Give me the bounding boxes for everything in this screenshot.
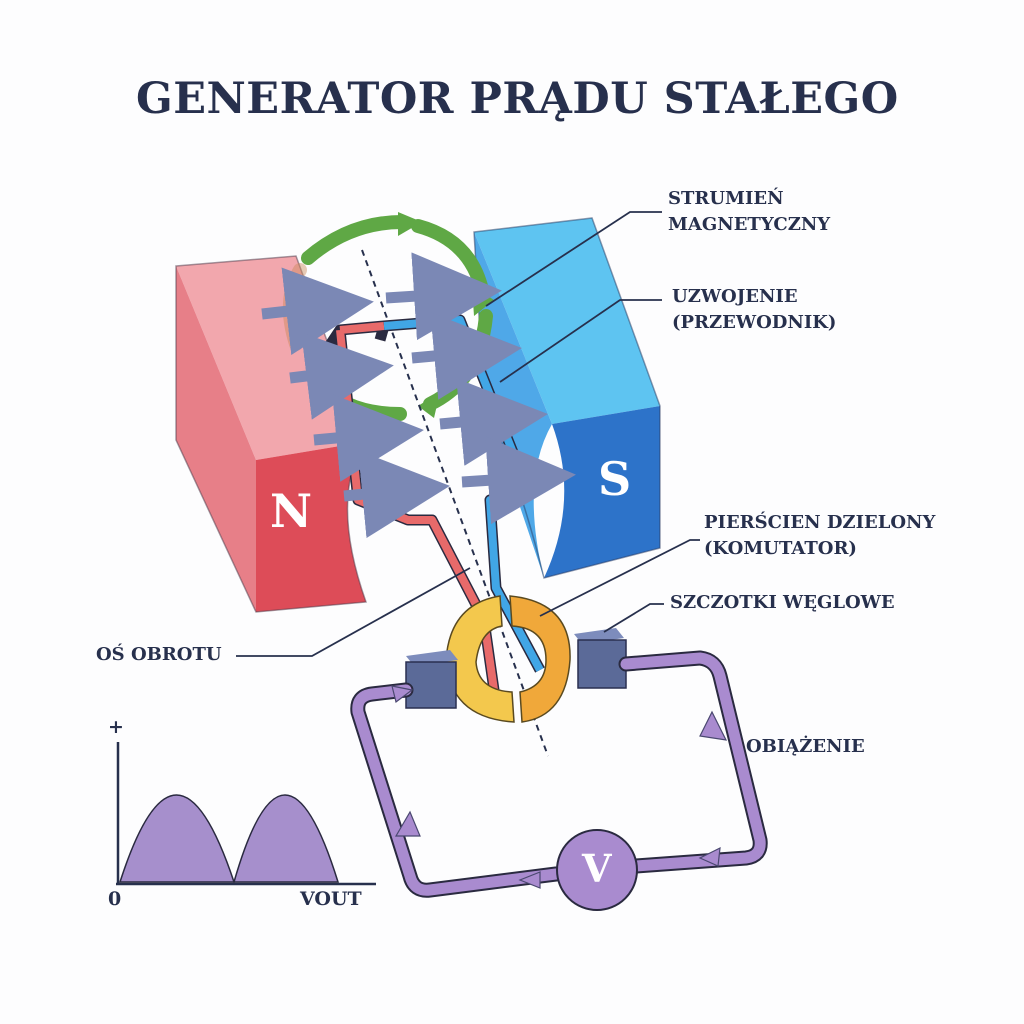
vout-graph xyxy=(116,742,376,886)
axis-label: OŚ OBROTU xyxy=(96,644,222,665)
commutator-label-line2: (KOMUTATOR) xyxy=(704,538,857,559)
graph-hump-1 xyxy=(118,794,236,883)
load-circuit xyxy=(350,650,768,898)
commutator-label: PIERŚCIEN DZIELONY (KOMUTATOR) xyxy=(704,510,935,562)
flux-label-line1: STRUMIEŃ xyxy=(668,188,784,209)
label-leader-lines xyxy=(236,211,700,657)
circuit-arrowheads xyxy=(391,685,728,889)
right-brush xyxy=(574,628,627,689)
voltmeter-circle xyxy=(556,829,638,911)
graph-hump-2 xyxy=(233,794,340,883)
magnetic-flux-arrows xyxy=(261,252,576,539)
page-title: GENERATOR PRĄDU STAŁEGO xyxy=(136,74,899,124)
south-pole-label: S xyxy=(598,452,632,506)
commutator-label-line1: PIERŚCIEN DZIELONY xyxy=(704,512,936,533)
carbon-brushes xyxy=(405,628,627,709)
graph-x-label: VOUT xyxy=(300,888,362,910)
south-magnet-top xyxy=(474,218,660,424)
graph-plus-label: + xyxy=(108,716,124,738)
brushes-label: SZCZOTKI WĘGLOWE xyxy=(670,592,895,613)
left-brush xyxy=(405,650,458,709)
winding-label-line2: (PRZEWODNIK) xyxy=(672,312,837,333)
north-pole-label: N xyxy=(270,484,313,538)
winding-label: UZWOJENIE (PRZEWODNIK) xyxy=(672,284,836,336)
north-magnet-front xyxy=(256,442,366,612)
winding-label-line1: UZWOJENIE xyxy=(672,286,798,307)
split-ring-commutator xyxy=(445,595,571,723)
load-label: OBIĄŻENIE xyxy=(746,736,865,757)
voltmeter-label: V xyxy=(582,846,612,891)
graph-zero-label: 0 xyxy=(108,888,122,910)
flux-label-line2: MAGNETYCZNY xyxy=(668,214,831,235)
south-magnet xyxy=(473,217,661,579)
north-magnet-side xyxy=(176,266,256,612)
flux-label: STRUMIEŃ MAGNETYCZNY xyxy=(668,186,830,238)
